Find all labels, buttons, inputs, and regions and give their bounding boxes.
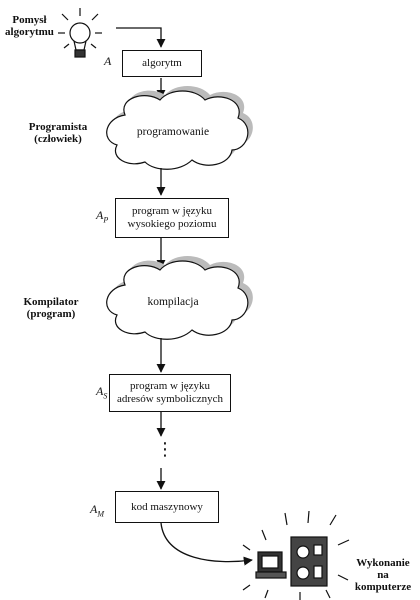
compiler-label: Kompilator (program) bbox=[23, 296, 79, 320]
programming-cloud bbox=[106, 86, 253, 170]
symbol-ap-sub: P bbox=[103, 215, 109, 225]
symbol-ap: AP bbox=[96, 208, 108, 224]
algorithm-box: algorytm bbox=[122, 50, 202, 77]
symbol-as: AS bbox=[96, 384, 107, 400]
symbol-as-text: A bbox=[96, 384, 104, 398]
compilation-cloud bbox=[106, 256, 253, 340]
symbol-ap-text: A bbox=[96, 208, 104, 222]
machine-to-computer-arrow bbox=[160, 522, 253, 566]
symbolic-box: program w języku adresów symbolicznych bbox=[109, 374, 231, 412]
computer-icon bbox=[242, 510, 350, 600]
light-bulb-icon bbox=[58, 8, 102, 58]
symbol-am-text: A bbox=[90, 502, 98, 516]
programming-cloud-label: programowanie bbox=[136, 126, 210, 138]
symbol-am-sub: M bbox=[97, 509, 105, 519]
idea-to-algorithm-arrow bbox=[116, 27, 166, 48]
compilation-cloud-label: kompilacja bbox=[147, 296, 199, 308]
programmer-label: Programista (człowiek) bbox=[28, 121, 88, 145]
symbol-a: A bbox=[104, 54, 111, 69]
high-level-box: program w języku wysokiego poziomu bbox=[115, 198, 229, 238]
machine-code-box: kod maszynowy bbox=[115, 491, 219, 523]
symbol-a-text: A bbox=[104, 54, 112, 68]
symbol-as-sub: S bbox=[103, 391, 108, 401]
execution-label: Wykonanie na komputerze bbox=[354, 557, 412, 593]
symbol-am: AM bbox=[90, 502, 104, 518]
ellipsis-dots: ⋮ bbox=[156, 439, 174, 460]
idea-label: Pomysł algorytmu bbox=[5, 14, 54, 38]
